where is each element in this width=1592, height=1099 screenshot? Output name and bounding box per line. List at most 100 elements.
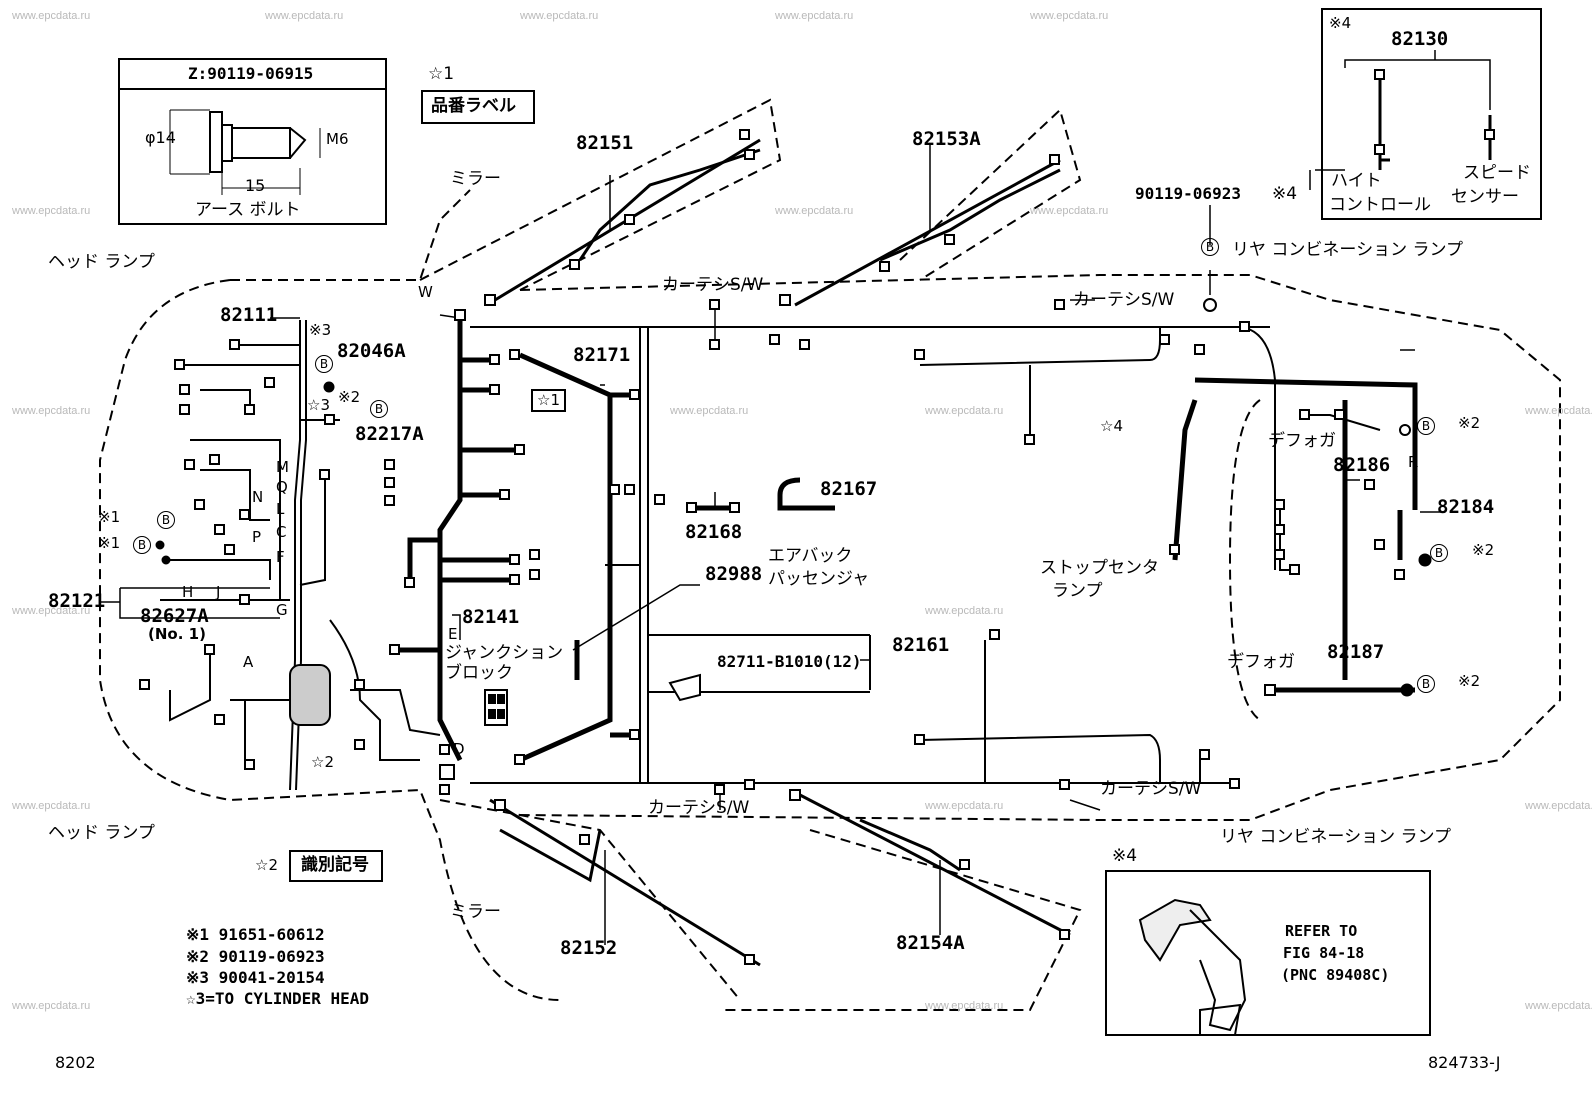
part-82186: 82186 bbox=[1333, 454, 1391, 476]
part-82151: 82151 bbox=[576, 132, 634, 154]
ground-bolt-title: Z:90119-06915 bbox=[188, 64, 314, 83]
ground-b-marker: B bbox=[1417, 417, 1435, 435]
watermark: www.epcdata.ru bbox=[925, 800, 1004, 812]
letter-h: H bbox=[182, 583, 194, 601]
part-82627A: 82627A bbox=[140, 605, 209, 627]
mirror-label: ミラー bbox=[450, 902, 501, 922]
watermark: www.epcdata.ru bbox=[1030, 205, 1109, 217]
height-control-label-2: コントロール bbox=[1329, 195, 1431, 215]
watermark: www.epcdata.ru bbox=[775, 205, 854, 217]
leader-lines bbox=[100, 50, 1491, 945]
watermark: www.epcdata.ru bbox=[12, 605, 91, 617]
stop-center-lamp-label-2: ランプ bbox=[1052, 581, 1103, 601]
ground-bolt-caption: アース ボルト bbox=[195, 200, 301, 220]
refer-line-1: REFER TO bbox=[1285, 922, 1358, 940]
courtesy-switch-label: カーテシS/W bbox=[1073, 290, 1175, 310]
watermark: www.epcdata.ru bbox=[925, 405, 1004, 417]
watermark: www.epcdata.ru bbox=[1525, 1000, 1592, 1012]
id-mark-box: 識別記号 bbox=[289, 850, 383, 882]
part-82711: 82711-B1010(12) bbox=[717, 652, 862, 671]
star2-mark: ☆2 bbox=[311, 753, 334, 771]
head-lamp-label: ヘッド ランプ bbox=[48, 823, 155, 843]
junction-block bbox=[289, 664, 701, 726]
letter-r: R bbox=[1408, 453, 1419, 471]
airbag-passenger-label-1: エアバック bbox=[768, 546, 853, 566]
airbag-passenger-label-2: パッセンジャ bbox=[768, 569, 870, 589]
courtesy-switch-label: カーテシS/W bbox=[1100, 779, 1202, 799]
refer-line-2: FIG 84-18 bbox=[1283, 944, 1365, 962]
note-line: ※3 90041-20154 bbox=[186, 968, 325, 987]
letter-a: A bbox=[243, 653, 254, 671]
part-82154A: 82154A bbox=[896, 932, 965, 954]
part-82152: 82152 bbox=[560, 937, 618, 959]
refer-line-3: (PNC 89408C) bbox=[1281, 966, 1390, 984]
defogger-label: デフォガ bbox=[1227, 652, 1295, 672]
part-82988: 82988 bbox=[705, 563, 763, 585]
watermark: www.epcdata.ru bbox=[12, 800, 91, 812]
kome3-mark: ※3 bbox=[309, 321, 332, 339]
part-82161: 82161 bbox=[892, 634, 950, 656]
refer-box: REFER TO FIG 84-18 (PNC 89408C) bbox=[1105, 870, 1431, 1036]
letter-n: N bbox=[252, 488, 264, 506]
part-82184: 82184 bbox=[1437, 496, 1495, 518]
kome2-mark: ※2 bbox=[1458, 672, 1481, 690]
letter-l: L bbox=[276, 500, 285, 518]
watermark: www.epcdata.ru bbox=[12, 1000, 91, 1012]
note-line: ※1 91651-60612 bbox=[186, 925, 325, 944]
letter-m: M bbox=[276, 458, 289, 476]
part-number-label-box: 品番ラベル bbox=[421, 90, 535, 124]
watermark: www.epcdata.ru bbox=[775, 10, 854, 22]
part-82141: 82141 bbox=[462, 606, 520, 628]
letter-f: F bbox=[276, 548, 285, 566]
figure-number: 8202 bbox=[55, 1053, 96, 1072]
ground-b-marker: B bbox=[370, 400, 388, 418]
letter-e: E bbox=[448, 625, 458, 643]
star3-mark: ☆3 bbox=[307, 396, 330, 414]
kome1-mark: ※1 bbox=[98, 508, 121, 526]
rear-combination-lamp-label: リヤ コンビネーション ランプ bbox=[1232, 240, 1463, 260]
ground-points bbox=[155, 298, 1432, 697]
part-82121: 82121 bbox=[48, 590, 106, 612]
letter-p: P bbox=[252, 528, 262, 546]
ground-b-marker: B bbox=[1417, 675, 1435, 693]
part-82130: 82130 bbox=[1391, 28, 1449, 50]
letter-q: Q bbox=[276, 478, 288, 496]
kome1-mark: ※1 bbox=[98, 534, 121, 552]
letter-g: G bbox=[276, 601, 288, 619]
watermark: www.epcdata.ru bbox=[1030, 10, 1109, 22]
branch-harness bbox=[489, 75, 1492, 967]
ground-b-marker: B bbox=[157, 511, 175, 529]
watermark: www.epcdata.ru bbox=[925, 1000, 1004, 1012]
bolt-diameter: φ14 bbox=[145, 128, 176, 147]
ground-b-marker: B bbox=[133, 536, 151, 554]
vehicle-outline bbox=[99, 98, 1561, 1011]
note-line: ☆3=TO CYLINDER HEAD bbox=[186, 989, 370, 1008]
star4-mark: ☆4 bbox=[1100, 417, 1123, 435]
stop-center-lamp-label-1: ストップセンタ bbox=[1040, 558, 1159, 578]
part-82167: 82167 bbox=[820, 478, 878, 500]
watermark: www.epcdata.ru bbox=[265, 10, 344, 22]
defogger-label: デフォガ bbox=[1268, 431, 1336, 451]
kome4-mark: ※4 bbox=[1112, 846, 1138, 866]
part-82153A: 82153A bbox=[912, 128, 981, 150]
height-control-label-1: ハイト bbox=[1331, 171, 1382, 191]
watermark: www.epcdata.ru bbox=[12, 10, 91, 22]
connectors bbox=[139, 69, 1495, 965]
letter-w: W bbox=[418, 283, 433, 301]
illustration-id: 824733-J bbox=[1428, 1053, 1501, 1072]
ground-b-marker: B bbox=[1430, 544, 1448, 562]
id-mark-text: 識別記号 bbox=[301, 855, 369, 875]
courtesy-switch-label: カーテシS/W bbox=[648, 798, 750, 818]
ground-b-marker: B bbox=[315, 355, 333, 373]
bolt-thread: M6 bbox=[326, 130, 349, 148]
star1-mark: ☆1 bbox=[428, 64, 455, 84]
letter-j: J bbox=[216, 583, 221, 601]
watermark: www.epcdata.ru bbox=[12, 205, 91, 217]
watermark: www.epcdata.ru bbox=[12, 405, 91, 417]
junction-block-label-1: ジャンクション bbox=[445, 643, 564, 663]
mirror-label: ミラー bbox=[450, 169, 501, 189]
height-control-box: ※4 82130 ハイト コントロール スピード センサー bbox=[1321, 8, 1542, 220]
kome4-mark: ※4 bbox=[1272, 184, 1298, 204]
kome4-mark: ※4 bbox=[1329, 14, 1352, 32]
